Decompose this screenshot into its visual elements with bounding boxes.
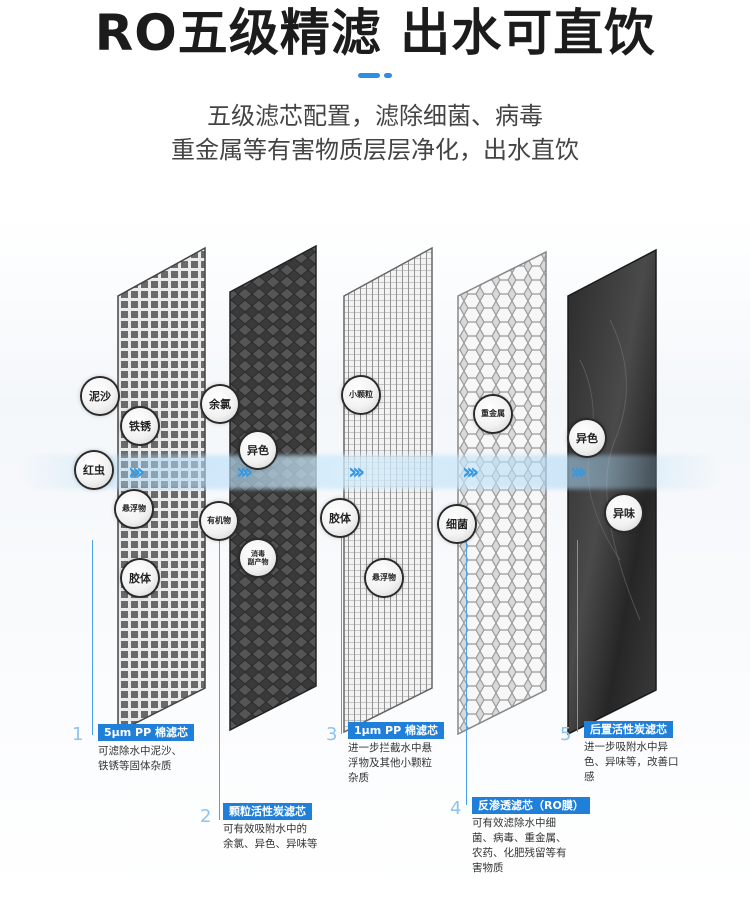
subtitle-line-2: 重金属等有害物质层层净化，出水直饮 xyxy=(171,136,579,164)
page-title: RO五级精滤 出水可直饮 xyxy=(94,4,656,62)
stage-2-desc-line-2: 余氯、异色、异味等 xyxy=(223,838,318,850)
contaminant-red-worm: 红虫 xyxy=(76,452,112,488)
stage-3-number: 3 xyxy=(326,724,338,745)
stage-5-description: 进一步吸附水中异 色、异味等，改善口 感 xyxy=(584,740,679,785)
contaminant-colloid-1: 胶体 xyxy=(122,560,158,596)
title-accent-dash xyxy=(358,73,380,78)
stage-1-desc-line-2: 铁锈等固体杂质 xyxy=(98,760,172,772)
contaminant-organic: 有机物 xyxy=(201,503,237,539)
stage-1-desc-line-1: 可滤除水中泥沙、 xyxy=(98,745,182,757)
flow-arrows-3: ››› xyxy=(348,460,365,485)
flow-arrows-5: ››› xyxy=(570,460,587,485)
stage-4-desc-line-3: 农药、化肥残留等有 xyxy=(472,847,567,859)
stage-4-desc-line-1: 可有效滤除水中细 xyxy=(472,817,556,829)
leader-line-4 xyxy=(466,540,467,805)
stage-1-name-tag: 5μm PP 棉滤芯 xyxy=(98,724,194,741)
filter-layer-5-post-carbon xyxy=(567,248,657,736)
contaminant-odd-color-2: 异色 xyxy=(569,420,605,456)
leader-line-1 xyxy=(92,540,93,735)
stage-3-description: 进一步拦截水中悬 浮物及其他小颗粒 杂质 xyxy=(348,741,432,786)
stage-2-desc-line-1: 可有效吸附水中的 xyxy=(223,823,307,835)
contaminant-heavy-metal: 重金属 xyxy=(475,396,511,432)
stage-1-number: 1 xyxy=(72,724,84,745)
stage-5-number: 5 xyxy=(560,724,572,745)
leader-line-5 xyxy=(577,540,578,732)
contaminant-disinfection-byproduct: 消毒 副产物 xyxy=(240,540,276,576)
contaminant-suspended-2: 悬浮物 xyxy=(366,560,402,596)
contaminant-rust: 铁锈 xyxy=(122,408,158,444)
stage-5-desc-line-3: 感 xyxy=(584,771,595,783)
stage-3-desc-line-3: 杂质 xyxy=(348,772,369,784)
stage-5-desc-line-2: 色、异味等，改善口 xyxy=(584,756,679,768)
contaminant-sand: 泥沙 xyxy=(82,378,118,414)
stage-4-desc-line-4: 害物质 xyxy=(472,862,504,874)
contaminant-suspended-1: 悬浮物 xyxy=(116,491,152,527)
stage-3-desc-line-2: 浮物及其他小颗粒 xyxy=(348,757,432,769)
stage-3-name-tag: 1μm PP 棉滤芯 xyxy=(348,722,444,739)
title-accent-dot xyxy=(384,73,392,78)
stage-5-desc-line-1: 进一步吸附水中异 xyxy=(584,741,668,753)
contaminant-chlorine: 余氯 xyxy=(202,386,238,422)
stage-5-name-tag: 后置活性炭滤芯 xyxy=(584,721,673,738)
stage-3-desc-line-1: 进一步拦截水中悬 xyxy=(348,742,432,754)
water-flow-stream xyxy=(20,455,720,489)
contaminant-odd-smell: 异味 xyxy=(606,495,642,531)
leader-line-2 xyxy=(219,535,220,820)
flow-arrows-1: ››› xyxy=(128,460,145,485)
filter-layer-4-ro-membrane xyxy=(457,250,547,736)
stage-2-name-tag: 颗粒活性炭滤芯 xyxy=(223,803,312,820)
contaminant-colloid-2: 胶体 xyxy=(322,500,358,536)
subtitle-line-1: 五级滤芯配置，滤除细菌、病毒 xyxy=(207,102,543,130)
filter-layer-1-pp-cotton xyxy=(117,246,206,734)
contaminant-small-particles: 小颗粒 xyxy=(343,377,379,413)
contaminant-odd-color-1: 异色 xyxy=(240,432,276,468)
leader-line-3 xyxy=(341,537,342,734)
contaminant-bacteria: 细菌 xyxy=(439,506,475,542)
stage-4-name-tag: 反渗透滤芯（RO膜） xyxy=(472,797,590,814)
disinfect-label-line-2: 副产物 xyxy=(247,558,269,566)
stage-2-number: 2 xyxy=(200,806,212,827)
disinfect-label-line-1: 消毒 xyxy=(251,550,265,558)
filter-layer-3-pp-cotton xyxy=(343,246,433,734)
stage-4-number: 4 xyxy=(450,798,462,819)
flow-arrows-4: ››› xyxy=(462,460,479,485)
stage-2-description: 可有效吸附水中的 余氯、异色、异味等 xyxy=(223,822,318,852)
stage-4-description: 可有效滤除水中细 菌、病毒、重金属、 农药、化肥残留等有 害物质 xyxy=(472,816,567,876)
stage-1-description: 可滤除水中泥沙、 铁锈等固体杂质 xyxy=(98,744,182,774)
stage-4-desc-line-2: 菌、病毒、重金属、 xyxy=(472,832,567,844)
